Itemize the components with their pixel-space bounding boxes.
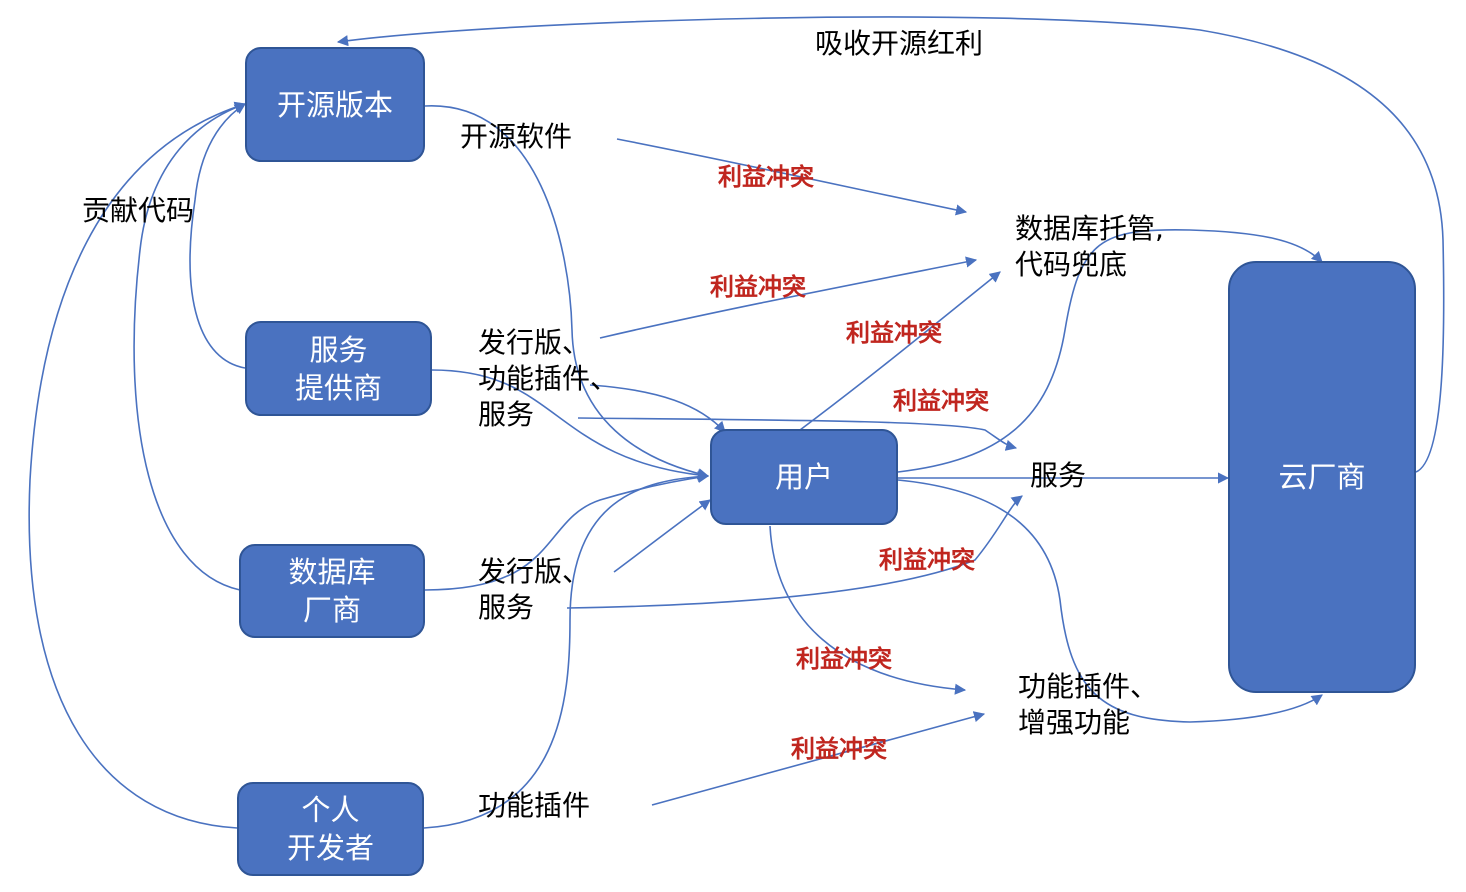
conflict-label: 利益冲突 — [893, 387, 989, 415]
distro-plugins-services-label: 发行版、 功能插件、 服务 — [478, 326, 619, 431]
edge-service-provider-to-user — [431, 369, 710, 481]
oss-software-label: 开源软件 — [460, 120, 573, 153]
edge-individual-contribute — [28, 101, 247, 829]
user-node[interactable]: 用户 — [710, 429, 898, 525]
cloud-vendor-label: 云厂商 — [1278, 460, 1366, 494]
edge-db-vendor-to-user — [424, 471, 710, 591]
individual-developer-node[interactable]: 个人 开发者 — [237, 782, 424, 876]
open-source-version-label: 开源版本 — [276, 87, 393, 122]
edge-dbservices-to-services — [566, 495, 1023, 609]
edge-opensource-to-user — [424, 105, 710, 480]
conflict-label: 利益冲突 — [879, 546, 975, 574]
absorb-label: 吸收开源红利 — [815, 27, 984, 60]
services-label: 服务 — [1030, 459, 1087, 492]
edge-db-vendor-contribute — [133, 102, 247, 591]
conflict-label: 利益冲突 — [718, 163, 814, 191]
plugins-enhanced-label: 功能插件、 增强功能 — [1018, 670, 1159, 739]
open-source-version-node[interactable]: 开源版本 — [245, 47, 425, 162]
individual-developer-label: 个人 开发者 — [286, 793, 374, 865]
edge-user-to-plugins — [769, 525, 967, 695]
edge-user-to-hosting — [799, 271, 1001, 431]
edge-dbdistro-to-user — [613, 499, 711, 573]
user-label: 用户 — [774, 460, 833, 494]
edge-individual-to-user — [423, 471, 710, 829]
conflict-label: 利益冲突 — [796, 645, 892, 673]
edge-cloud-to-opensource — [336, 16, 1445, 473]
edge-oss-to-hosting — [616, 138, 968, 216]
edge-distro-to-user — [589, 384, 726, 433]
contribute-label: 贡献代码 — [82, 194, 195, 227]
cloud-vendor-node[interactable]: 云厂商 — [1228, 261, 1416, 693]
service-provider-node[interactable]: 服务 提供商 — [245, 321, 432, 416]
db-vendor-node[interactable]: 数据库 厂商 — [239, 544, 425, 638]
conflict-label: 利益冲突 — [710, 273, 806, 301]
db-vendor-label: 数据库 厂商 — [288, 555, 376, 627]
edge-service-provider-contribute — [189, 103, 246, 369]
edge-user-to-cloud-plugins — [897, 479, 1323, 723]
conflict-label: 利益冲突 — [846, 319, 942, 347]
distro-services-label: 发行版、 服务 — [478, 555, 591, 624]
edge-individual-plugins-to-enhanced — [651, 711, 986, 806]
plugins-label: 功能插件 — [478, 789, 591, 822]
db-hosting-label: 数据库托管, 代码兜底 — [1015, 212, 1164, 281]
edge-distro-to-hosting — [599, 256, 978, 339]
edge-user-to-cloud-hosting — [897, 229, 1323, 473]
conflict-label: 利益冲突 — [791, 735, 887, 763]
service-provider-label: 服务 提供商 — [294, 332, 382, 405]
